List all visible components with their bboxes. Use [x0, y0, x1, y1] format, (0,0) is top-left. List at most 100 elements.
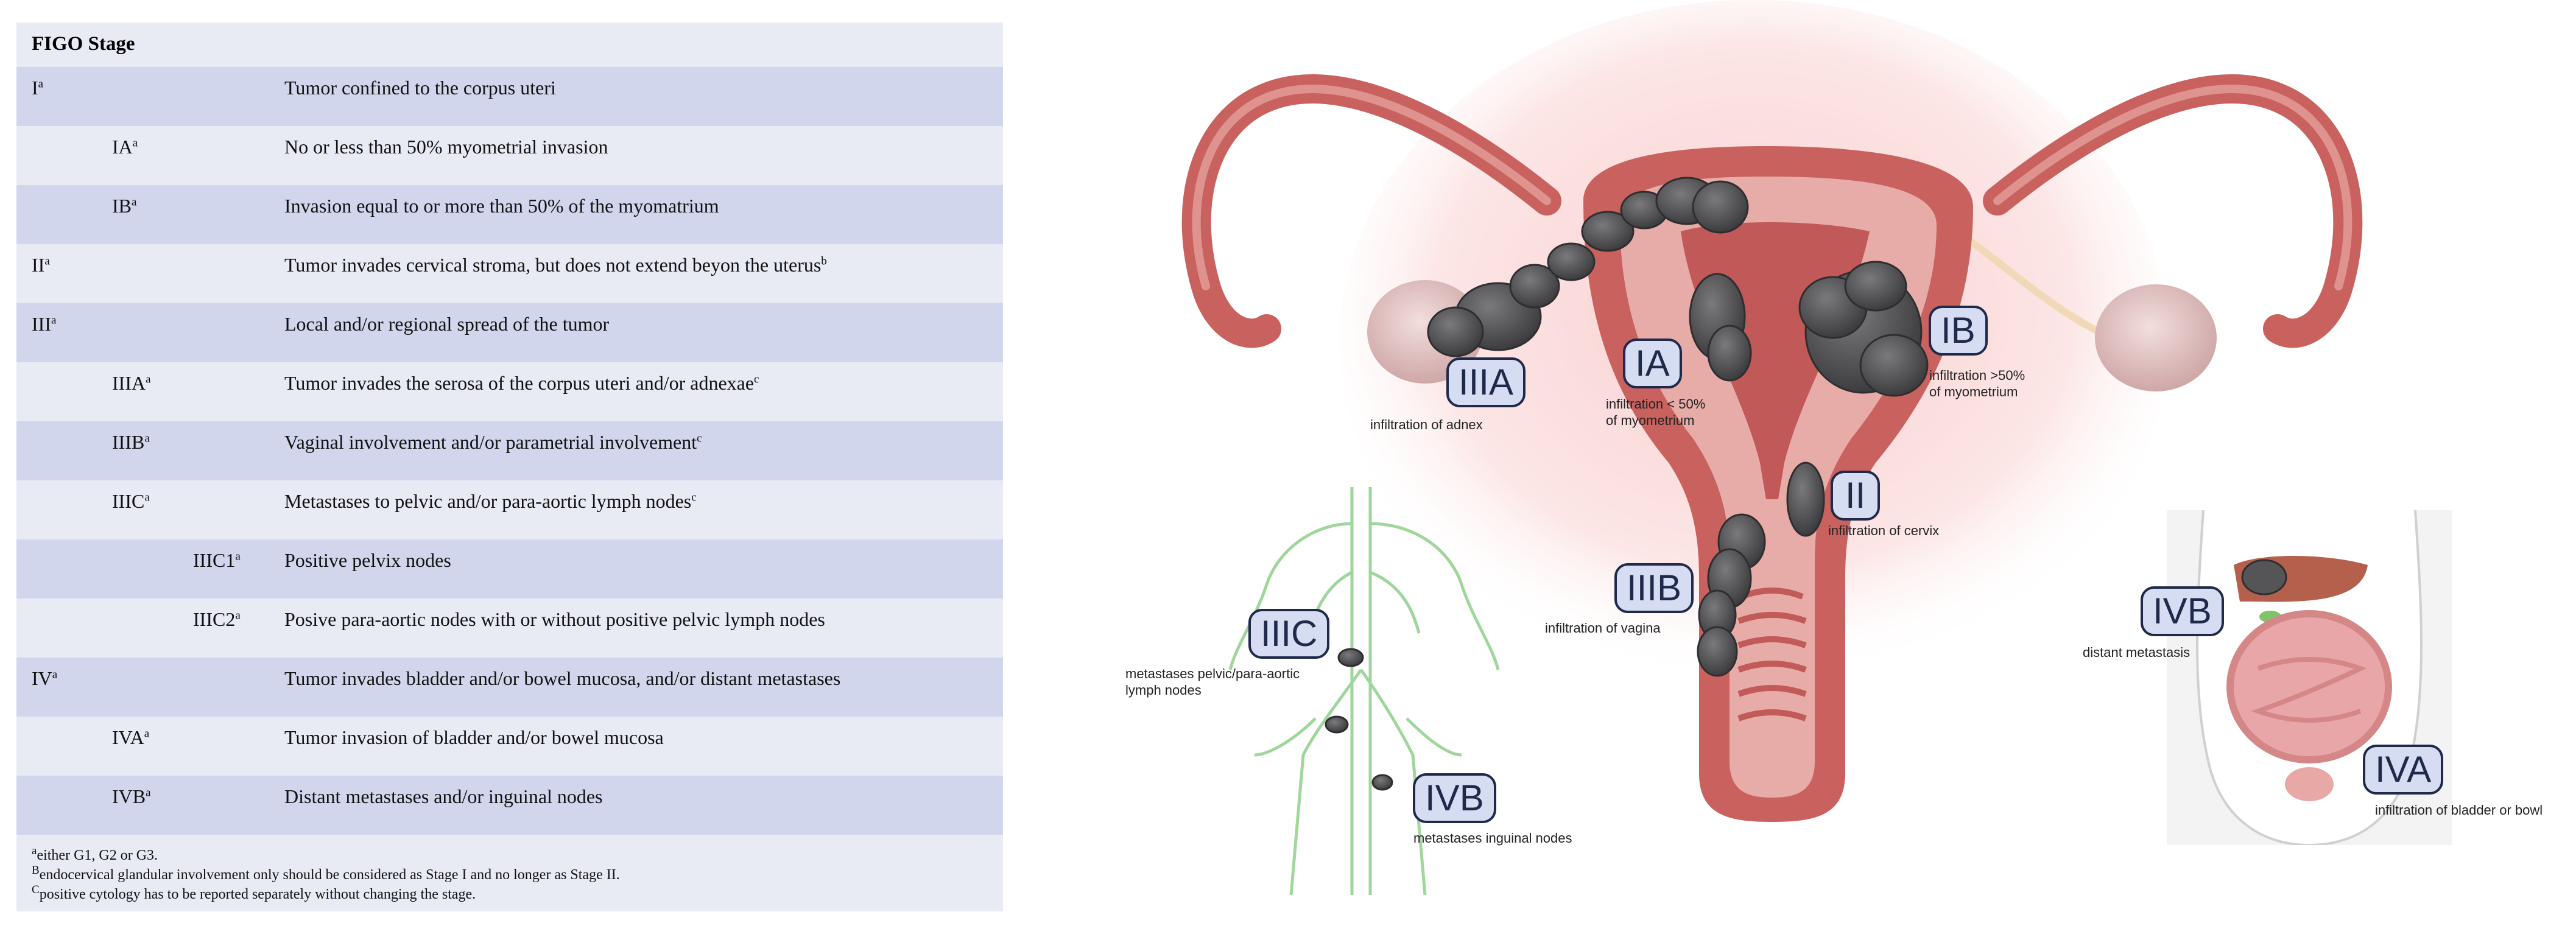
stage-code-text: IVA	[112, 726, 144, 748]
stage-description-text: Metastases to pelvic and/or para-aortic …	[284, 490, 692, 512]
stage-description: Tumor invades bladder and/or bowel mucos…	[284, 667, 840, 690]
tumor-ia	[1689, 273, 1752, 382]
stage-description-text: Local and/or regional spread of the tumo…	[284, 313, 610, 335]
table-row: IIIBa Vaginal involvement and/or parametr…	[16, 421, 1003, 480]
stage-description: Metastases to pelvic and/or para-aortic …	[284, 490, 697, 513]
stage-label-ivb-inguinal: IVB	[1413, 773, 1496, 823]
stage-label-iiia: IIIA	[1446, 357, 1526, 407]
table-row: IIa Tumor invades cervical stroma, but do…	[16, 244, 1003, 303]
stage-description-text: Invasion equal to or more than 50% of th…	[284, 195, 719, 217]
stage-description-text: Tumor invades bladder and/or bowel mucos…	[284, 667, 841, 689]
stage-label-ib: IB	[1929, 306, 1988, 356]
footnote-mark: a	[32, 844, 37, 857]
stage-code-text: IIIC	[112, 490, 145, 512]
caption-iiic: metastases pelvic/para-aortic lymph node…	[1125, 665, 1300, 698]
tumor-ib	[1798, 261, 1929, 397]
table-row: IIIC1a Positive pelvix nodes	[16, 539, 1003, 598]
stage-code-footnote-mark: a	[235, 609, 241, 622]
caption-iva: infiltration of bladder or bowl	[2375, 802, 2543, 818]
stage-description: Vaginal involvement and/or parametrial i…	[284, 431, 702, 454]
description-footnote-mark: c	[697, 432, 702, 445]
right-ovary	[2095, 284, 2217, 391]
stage-code: IAa	[112, 136, 138, 158]
stage-code-footnote-mark: a	[235, 550, 241, 563]
stage-description-text: Distant metastases and/or inguinal nodes	[284, 785, 603, 807]
table-header: FIGO Stage	[16, 23, 1003, 67]
stage-description: Invasion equal to or more than 50% of th…	[284, 195, 719, 217]
stage-description: Local and/or regional spread of the tumo…	[284, 313, 609, 335]
caption-ia: infiltration < 50% of myometrium	[1606, 396, 1705, 429]
stage-code: IIIC1a	[193, 549, 241, 572]
staging-illustration: IIIA infiltration of adnex IA infiltrati…	[1084, 0, 2576, 937]
footnote: aeither G1, G2 or G3.	[32, 844, 620, 865]
footnote: Cpositive cytology has to be reported se…	[32, 884, 620, 904]
stage-code-footnote-mark: a	[38, 77, 44, 91]
stage-description-text: Posive para-aortic nodes with or without…	[284, 608, 825, 630]
stage-label-ii: II	[1831, 471, 1881, 521]
footnote-text: endocervical glandular involvement only …	[39, 867, 620, 883]
stage-code-text: II	[32, 254, 45, 276]
stage-description-text: Vaginal involvement and/or parametrial i…	[284, 431, 697, 453]
table-footnotes: aeither G1, G2 or G3.Bendocervical gland…	[32, 844, 620, 904]
table-row: Ia Tumor confined to the corpus uteri	[16, 67, 1003, 126]
stage-code-text: IIIC2	[193, 608, 236, 630]
left-fallopian-tube-inner	[1192, 85, 1551, 290]
small-intestine	[2251, 657, 2367, 723]
stage-code: IIIAa	[112, 372, 151, 395]
stage-code: Ia	[32, 77, 43, 99]
stage-code: IIIC2a	[193, 608, 241, 631]
colon	[2226, 610, 2392, 763]
caption-ib: infiltration >50% of myometrium	[1929, 367, 2025, 400]
bladder	[2285, 767, 2334, 801]
table-row: IIIC2a Posive para-aortic nodes with or w…	[16, 598, 1003, 658]
footnote-mark: B	[32, 864, 40, 877]
stage-code-text: IV	[32, 667, 52, 689]
anatomy-drawing	[1181, 0, 2363, 896]
abdomen-drawing	[2196, 510, 2423, 847]
stage-code: IIIa	[32, 313, 56, 335]
stage-code-footnote-mark: a	[51, 314, 57, 327]
figo-staging-table: FIGO Stage Ia Tumor confined to the corpu…	[16, 23, 1003, 911]
stage-label-ivb-distant: IVB	[2141, 586, 2224, 636]
stage-code-footnote-mark: a	[146, 373, 151, 386]
table-header-label: FIGO Stage	[32, 33, 135, 55]
caption-ivb-inguinal: metastases inguinal nodes	[1413, 830, 1572, 846]
description-footnote-mark: c	[754, 373, 759, 386]
table-row: IVa Tumor invades bladder and/or bowel mu…	[16, 658, 1003, 717]
stage-code-text: IVB	[112, 785, 146, 807]
stage-code: IVAa	[112, 726, 149, 749]
stage-label-ia: IA	[1623, 339, 1682, 388]
stage-code-text: I	[32, 77, 38, 99]
stage-description: Posive para-aortic nodes with or without…	[284, 608, 825, 631]
stage-description: Tumor invades cervical stroma, but does …	[284, 254, 827, 276]
table-row: IAa No or less than 50% myometrial invasi…	[16, 126, 1003, 185]
right-fallopian-tube-inner	[1993, 85, 2353, 290]
stage-code-footnote-mark: a	[44, 254, 50, 268]
stage-code: IVBa	[112, 785, 151, 808]
stage-description-text: Positive pelvix nodes	[284, 549, 451, 571]
caption-iiic-line: metastases pelvic/para-aortic lymph node…	[1125, 666, 1300, 698]
caption-iiia: infiltration of adnex	[1370, 417, 1483, 432]
stage-code-footnote-mark: a	[144, 432, 150, 445]
stage-description-text: Tumor invasion of bladder and/or bowel m…	[284, 726, 664, 748]
caption-ib-line: infiltration >50% of myometrium	[1929, 368, 2025, 399]
stage-description: Positive pelvix nodes	[284, 549, 451, 572]
table-row: IBa Invasion equal to or more than 50% of…	[16, 185, 1003, 244]
stage-description-text: Tumor confined to the corpus uteri	[284, 77, 556, 99]
footnote-text: positive cytology has to be reported sep…	[39, 886, 476, 902]
stage-label-iva: IVA	[2363, 745, 2444, 795]
stage-code: IIICa	[112, 490, 150, 513]
stage-description-text: Tumor invades cervical stroma, but does …	[284, 254, 822, 276]
tumor-cervix	[1786, 461, 1825, 537]
stage-code: IVa	[32, 667, 57, 690]
lymphatic-system	[1228, 487, 1500, 896]
lymph-node-metastases	[1325, 648, 1393, 791]
stage-code-text: IIIA	[112, 372, 146, 394]
footnote-text: either G1, G2 or G3.	[37, 848, 158, 863]
stage-description: No or less than 50% myometrial invasion	[284, 136, 608, 158]
stage-code: IBa	[112, 195, 136, 217]
stage-code-text: IIIB	[112, 431, 145, 453]
stage-code-footnote-mark: a	[144, 727, 150, 740]
stage-code-text: III	[32, 313, 51, 335]
